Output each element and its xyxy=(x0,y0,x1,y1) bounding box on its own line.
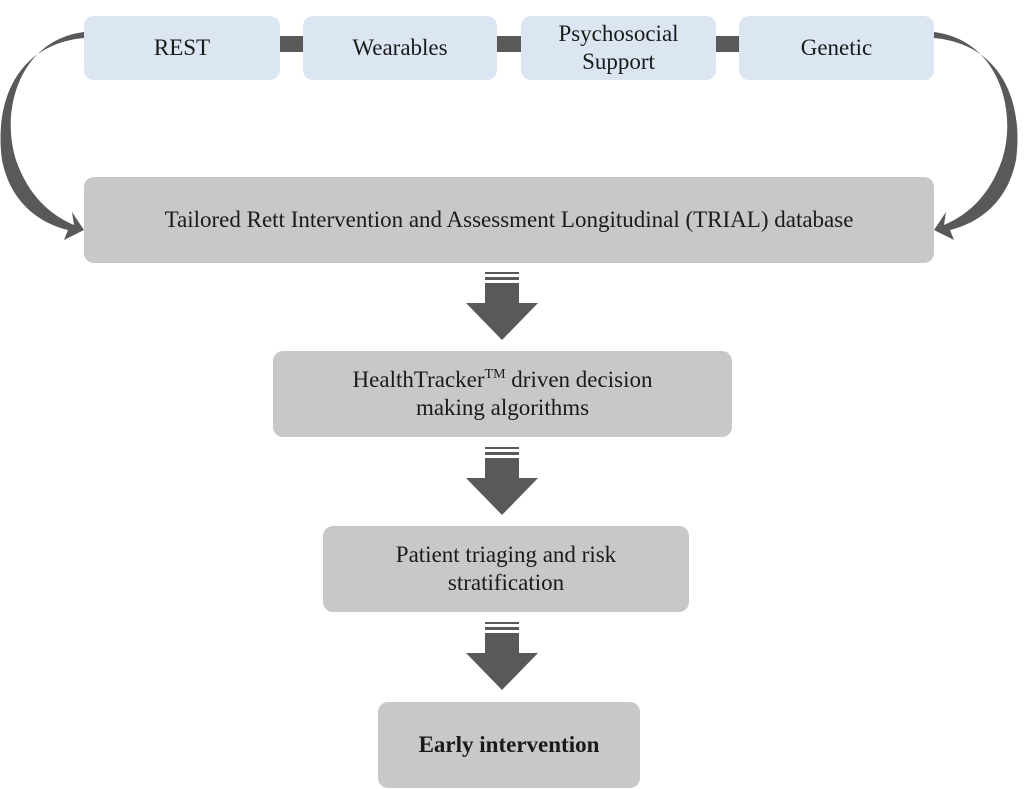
source-box-wearables: Wearables xyxy=(303,16,497,80)
healthtracker-line2: making algorithms xyxy=(415,395,590,420)
source-box-genetic: Genetic xyxy=(739,16,934,80)
down-arrow-icon xyxy=(466,272,538,340)
down-arrow-icon xyxy=(466,447,538,515)
source-label-rest: REST xyxy=(153,35,211,61)
triage-box: Patient triaging and risk stratification xyxy=(323,526,689,612)
early-intervention-box: Early intervention xyxy=(378,702,640,788)
left-curved-arrow xyxy=(0,32,84,240)
trademark-mark: TM xyxy=(484,367,506,383)
right-curved-arrow xyxy=(934,32,1018,240)
source-label-wearables: Wearables xyxy=(352,35,448,61)
source-connector xyxy=(280,36,306,52)
early-intervention-label: Early intervention xyxy=(418,732,600,758)
triage-line2: stratification xyxy=(447,570,565,595)
triage-line1: Patient triaging and risk xyxy=(395,542,617,568)
source-connector xyxy=(497,36,523,52)
trial-database-box: Tailored Rett Intervention and Assessmen… xyxy=(84,177,934,263)
healthtracker-box: HealthTrackerTM driven decision making a… xyxy=(273,351,732,437)
trial-database-label: Tailored Rett Intervention and Assessmen… xyxy=(164,207,854,233)
source-connector xyxy=(716,36,742,52)
source-box-psychosocial-support: Psychosocial Support xyxy=(521,16,716,80)
healthtracker-line1-suffix: driven decision xyxy=(505,367,653,393)
source-label-psychosocial-support: Psychosocial Support xyxy=(558,21,679,74)
healthtracker-name: HealthTracker xyxy=(352,367,485,393)
healthtracker-line1: HealthTrackerTM driven decision xyxy=(353,366,653,394)
source-box-rest: REST xyxy=(84,16,280,80)
down-arrow-icon xyxy=(466,622,538,690)
source-label-genetic: Genetic xyxy=(800,35,873,61)
